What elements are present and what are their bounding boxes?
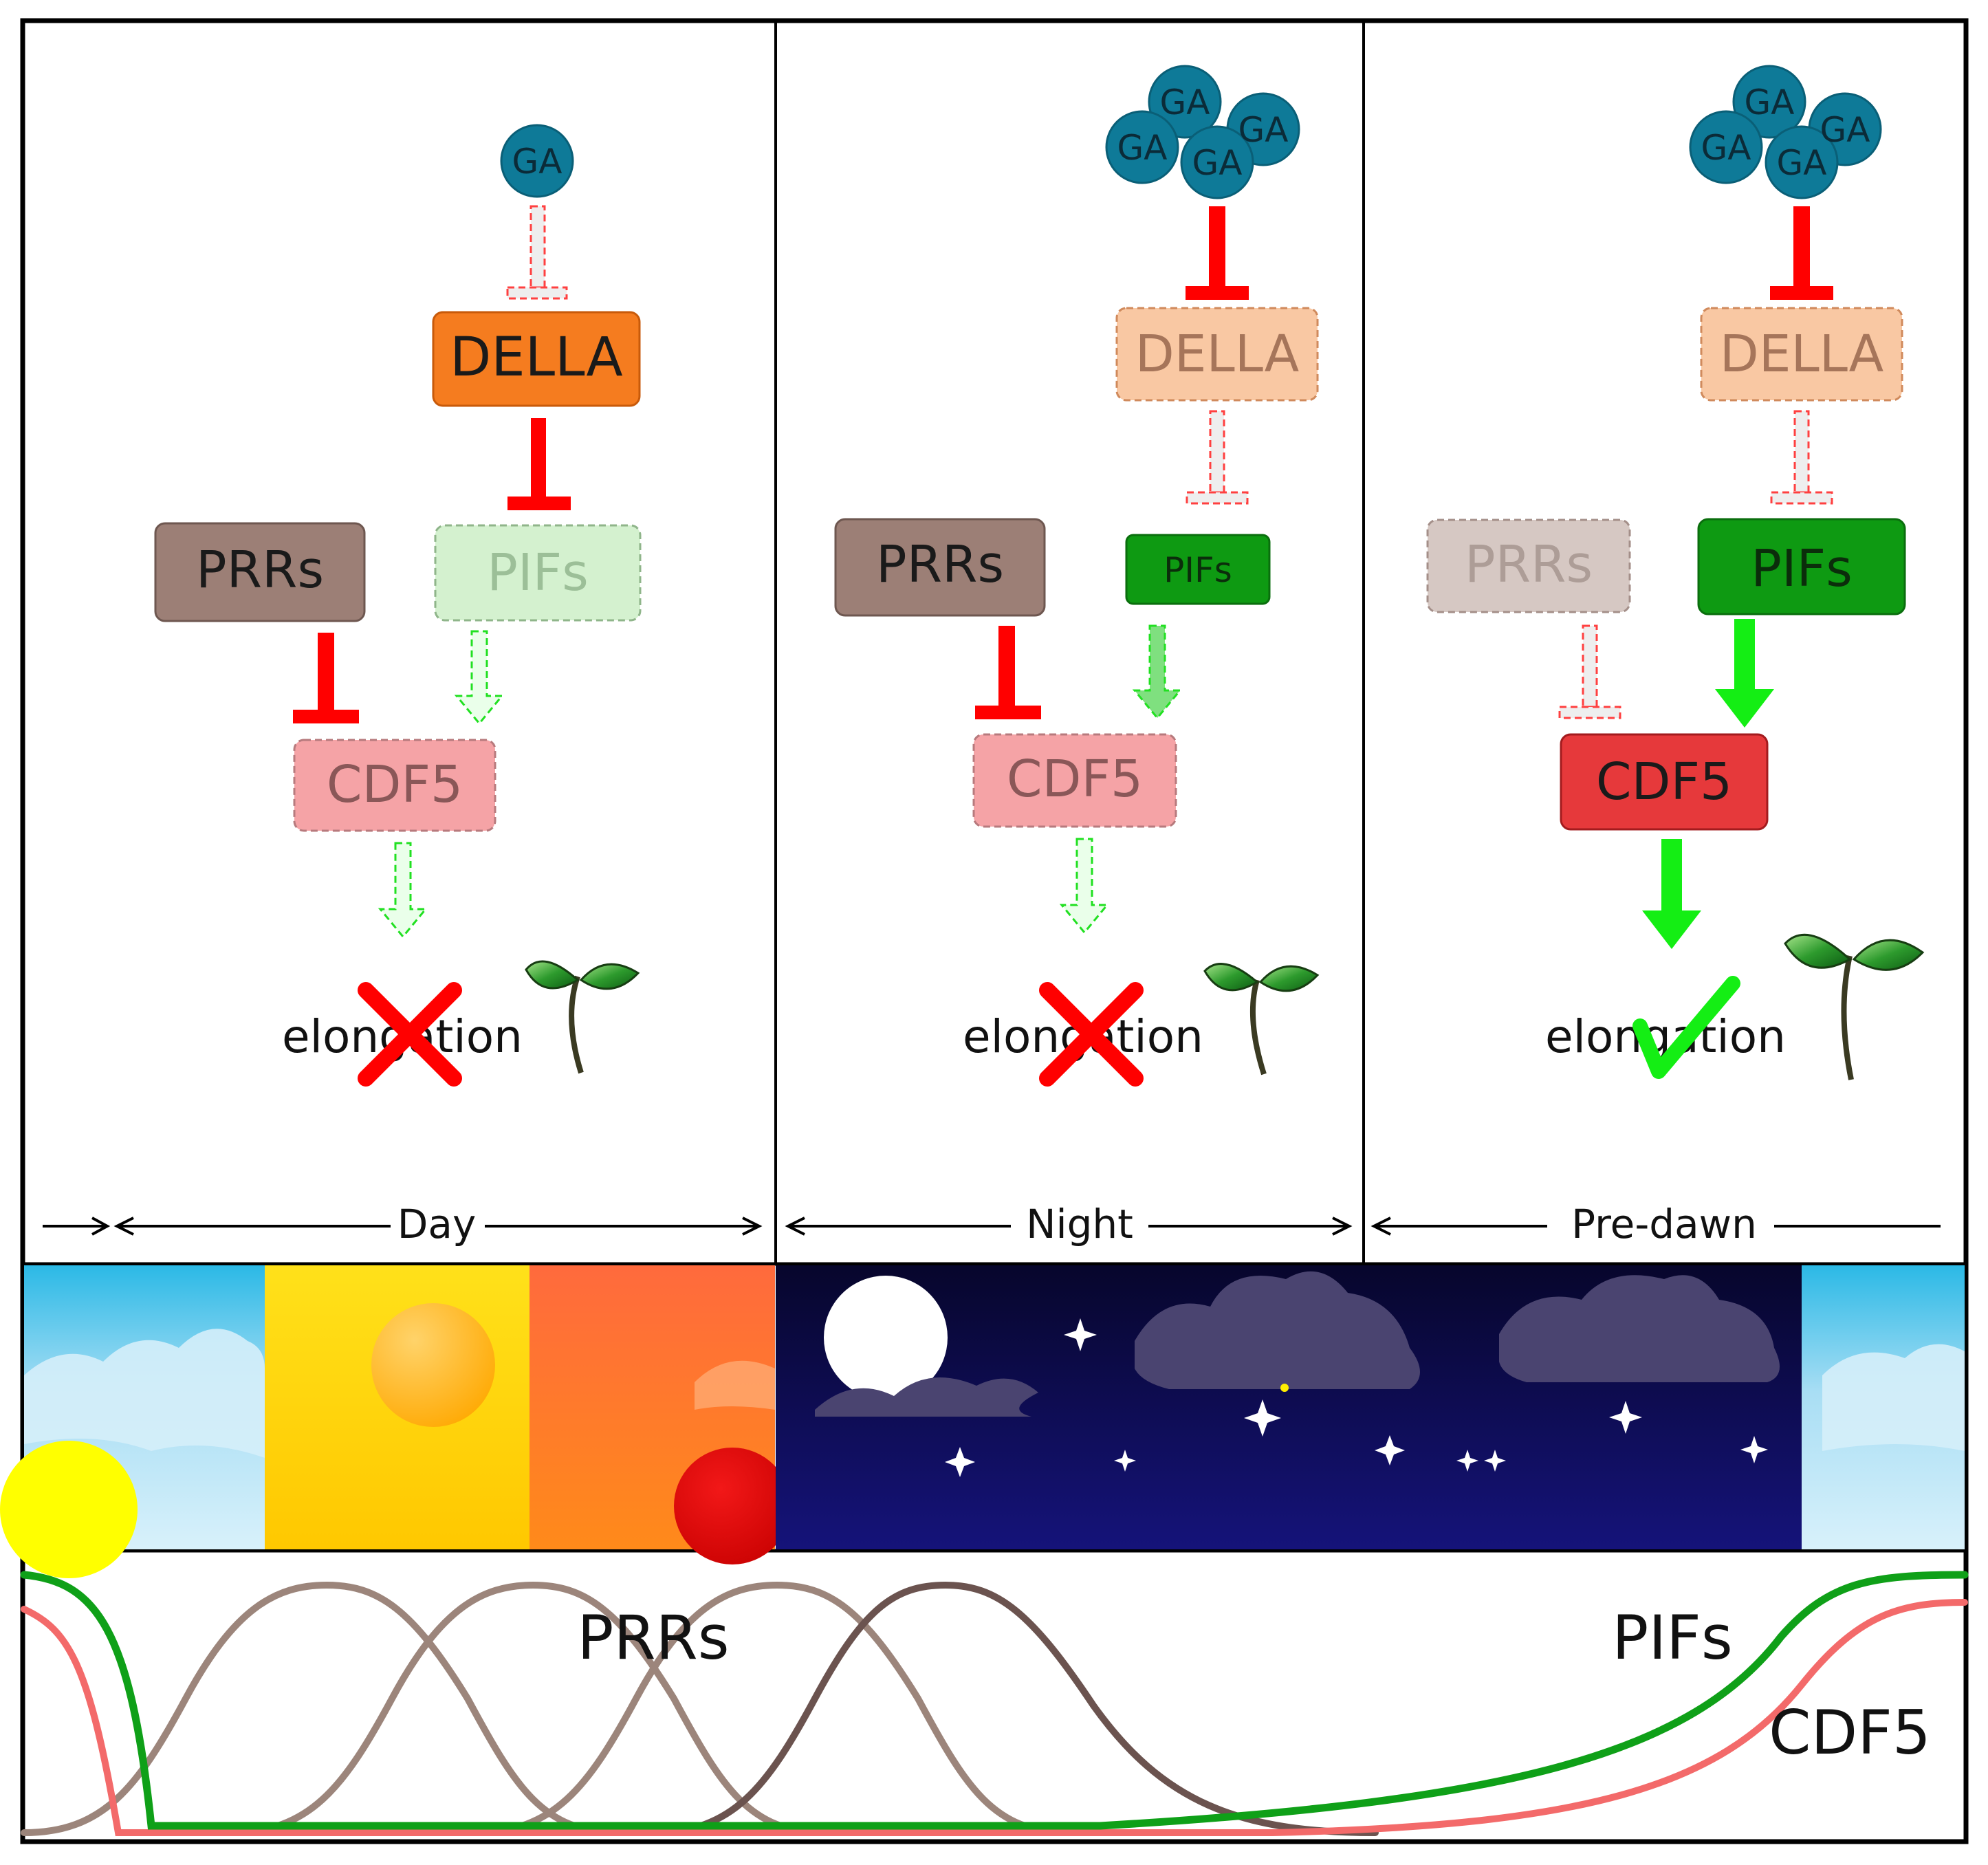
ga-label: GA <box>1238 110 1289 150</box>
activate-arrow-faded <box>1132 624 1183 720</box>
ga-label: GA <box>1160 83 1210 122</box>
cloud-dawn-end <box>1822 1344 1965 1451</box>
stars <box>945 1318 1768 1477</box>
cloud-night-3 <box>1499 1275 1780 1382</box>
della-label: DELLA <box>450 327 622 389</box>
ga-cluster <box>1689 65 1882 199</box>
inhibit-arrow <box>318 633 334 714</box>
cdf5-label: CDF5 <box>1596 752 1732 811</box>
cloud-evening <box>695 1360 775 1410</box>
prr-curve-1 <box>21 1581 622 1836</box>
activate-arrow <box>1642 839 1701 949</box>
pifs-box <box>1125 534 1271 605</box>
prrs-box <box>834 518 1046 617</box>
panel-day: GA DELLA PRRs PIFs CDF5 elongation <box>154 124 642 1087</box>
curve-label-prrs: PRRs <box>577 1602 729 1673</box>
prrs-box <box>154 522 366 622</box>
cloud-night-1 <box>815 1377 1038 1417</box>
della-box <box>432 311 641 407</box>
cross-icon <box>1039 982 1144 1087</box>
activate-arrow-faded <box>454 630 505 726</box>
cdf5-label: CDF5 <box>1007 750 1143 809</box>
sun-red-icon <box>674 1448 791 1564</box>
cloud-dawn <box>24 1329 265 1458</box>
ga-label: GA <box>1745 83 1795 122</box>
inhibit-arrow <box>998 626 1015 708</box>
cross-icon <box>358 982 462 1087</box>
ga-cluster <box>1105 65 1300 199</box>
cdf5-box-faded <box>972 733 1177 828</box>
panel-predawn: GA GA GA GA DELLA PRRs PIFs CDF5 elongat… <box>1426 65 1925 1080</box>
pifs-label: PIFs <box>1164 550 1232 590</box>
timeline-night-label: Night <box>1026 1201 1133 1247</box>
inhibit-arrow <box>1209 206 1225 289</box>
prr-curve-4 <box>650 1581 1379 1836</box>
ga-label: GA <box>1192 143 1243 183</box>
inhibit-arrow <box>1793 206 1810 289</box>
della-box-faded <box>1115 307 1319 402</box>
timeline-predawn-label: Pre-dawn <box>1571 1201 1757 1247</box>
panel-night: GA GA GA GA DELLA PRRs PIFs CDF5 elongat… <box>834 65 1320 1087</box>
inhibit-arrow-faded <box>1793 410 1810 494</box>
curve-label-pifs: PIFs <box>1612 1602 1732 1673</box>
cloud-night-2 <box>1135 1271 1420 1389</box>
pifs-box <box>1697 518 1906 615</box>
cdf5-box-faded <box>293 739 496 832</box>
ga-label: GA <box>1820 110 1870 150</box>
inhibit-arrow-faded <box>1582 624 1598 708</box>
prr-curve-2 <box>227 1581 829 1836</box>
sun-yellow-icon <box>0 1441 138 1578</box>
ga-label: GA <box>1777 143 1827 183</box>
inhibit-arrow <box>531 418 546 499</box>
pifs-label: PIFs <box>1751 539 1853 598</box>
activate-arrow-faded <box>1059 838 1110 935</box>
ga-label: GA <box>1117 128 1168 168</box>
della-label: DELLA <box>1135 325 1300 384</box>
prr-curve-3 <box>471 1581 1073 1836</box>
prrs-box-faded <box>1426 519 1631 613</box>
della-label: DELLA <box>1720 325 1884 384</box>
pifs-curve <box>20 1571 1969 1830</box>
star-yellow <box>1280 1384 1289 1392</box>
expression-curves <box>20 1571 1969 1836</box>
cdf5-label: CDF5 <box>327 755 463 814</box>
activate-arrow <box>1715 619 1774 728</box>
prrs-label: PRRs <box>876 535 1004 594</box>
ga-molecule <box>500 124 574 198</box>
della-box-faded <box>1700 307 1903 402</box>
prrs-label: PRRs <box>196 541 324 600</box>
inhibit-arrow-faded <box>529 205 546 289</box>
ga-label: GA <box>1701 128 1751 168</box>
curve-label-cdf5: CDF5 <box>1769 1697 1931 1768</box>
pifs-box-faded <box>434 524 642 622</box>
cdf5-box <box>1560 733 1769 831</box>
seedling-icon <box>525 960 640 1074</box>
timeline <box>43 1217 1941 1236</box>
seedling-icon <box>1784 933 1925 1080</box>
moon-icon <box>824 1276 948 1399</box>
prrs-label: PRRs <box>1465 535 1593 594</box>
inhibit-arrow-faded <box>1209 410 1225 494</box>
cdf5-curve <box>21 1599 1968 1836</box>
pifs-label: PIFs <box>487 543 589 602</box>
sky-strip <box>0 1265 1965 1578</box>
sun-orange-icon <box>371 1303 495 1427</box>
seedling-icon <box>1203 963 1320 1076</box>
timeline-day-label: Day <box>397 1201 477 1247</box>
ga-label: GA <box>512 142 562 182</box>
activate-arrow-faded <box>378 842 428 939</box>
check-icon <box>1632 976 1740 1079</box>
